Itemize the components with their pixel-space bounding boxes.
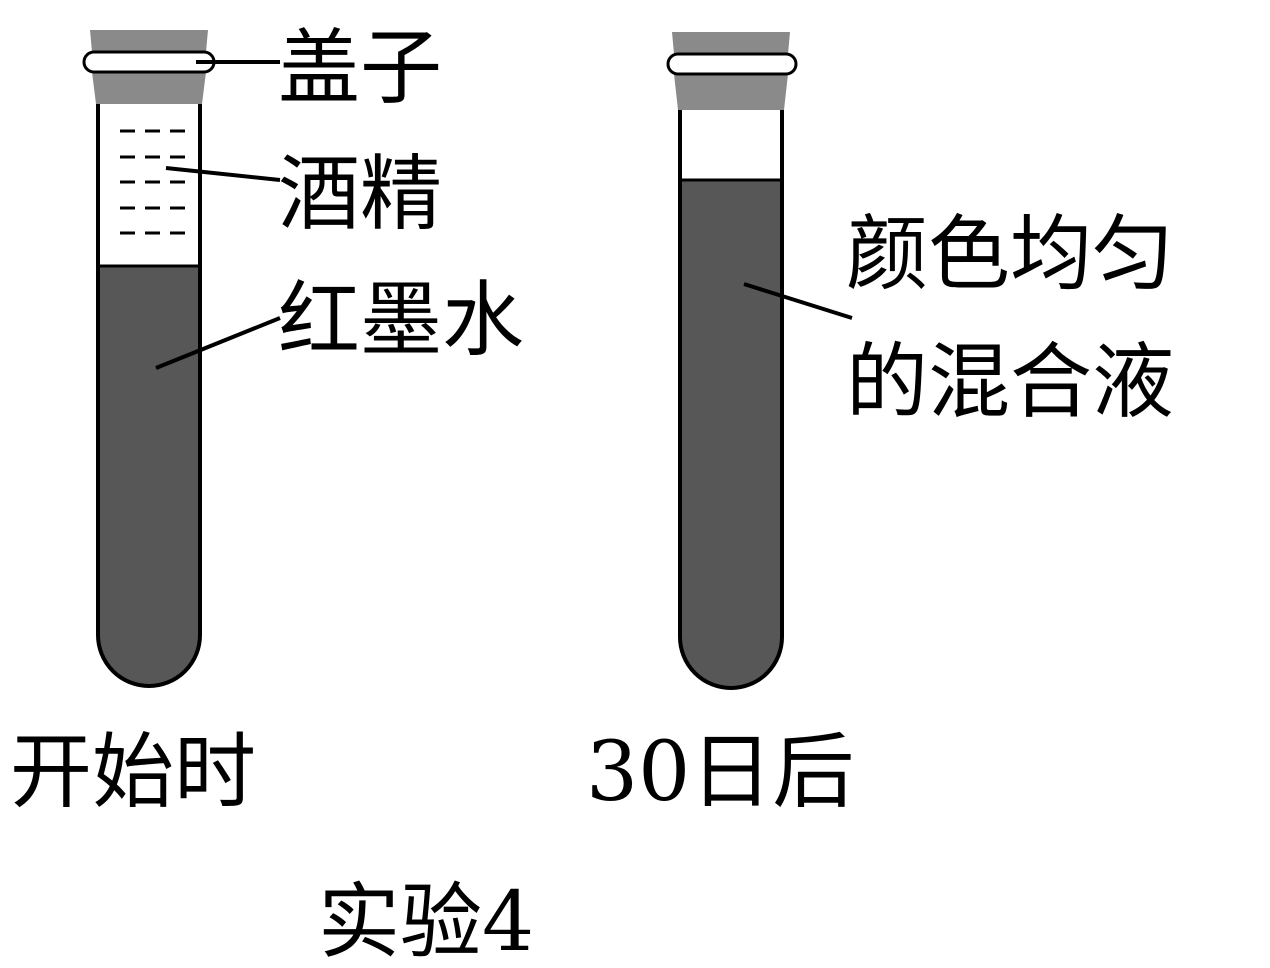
left-alcohol-layer (98, 104, 200, 266)
label-cap: 盖子 (278, 21, 442, 116)
label-mixture-line1: 颜色均匀 (846, 207, 1174, 302)
caption-after-30-days: 30日后 (586, 725, 854, 820)
left-test-tube (82, 30, 216, 688)
label-red-ink: 红墨水 (278, 273, 524, 368)
caption-start: 开始时 (10, 725, 256, 820)
right-stopper-bottom (674, 74, 788, 110)
left-stopper-bottom (92, 72, 206, 104)
right-mixed-liquid (680, 180, 782, 688)
left-red-ink-liquid (98, 266, 200, 686)
alcohol-dashes (120, 129, 185, 235)
leader-mixture (743, 282, 853, 320)
left-tube-outline (96, 90, 202, 688)
leader-alcohol (165, 166, 281, 182)
leader-ink (155, 316, 281, 370)
left-stopper-top (90, 30, 208, 52)
label-alcohol: 酒精 (278, 147, 442, 242)
label-mixture-line2: 的混合液 (846, 335, 1174, 430)
right-cap-ring (666, 52, 798, 76)
right-tube-outline (678, 90, 784, 690)
right-test-tube (666, 32, 798, 690)
left-leader-lines (155, 60, 281, 370)
experiment-title: 实验4 (318, 875, 534, 968)
left-cap-ring (82, 50, 216, 74)
right-stopper-top (672, 32, 790, 54)
